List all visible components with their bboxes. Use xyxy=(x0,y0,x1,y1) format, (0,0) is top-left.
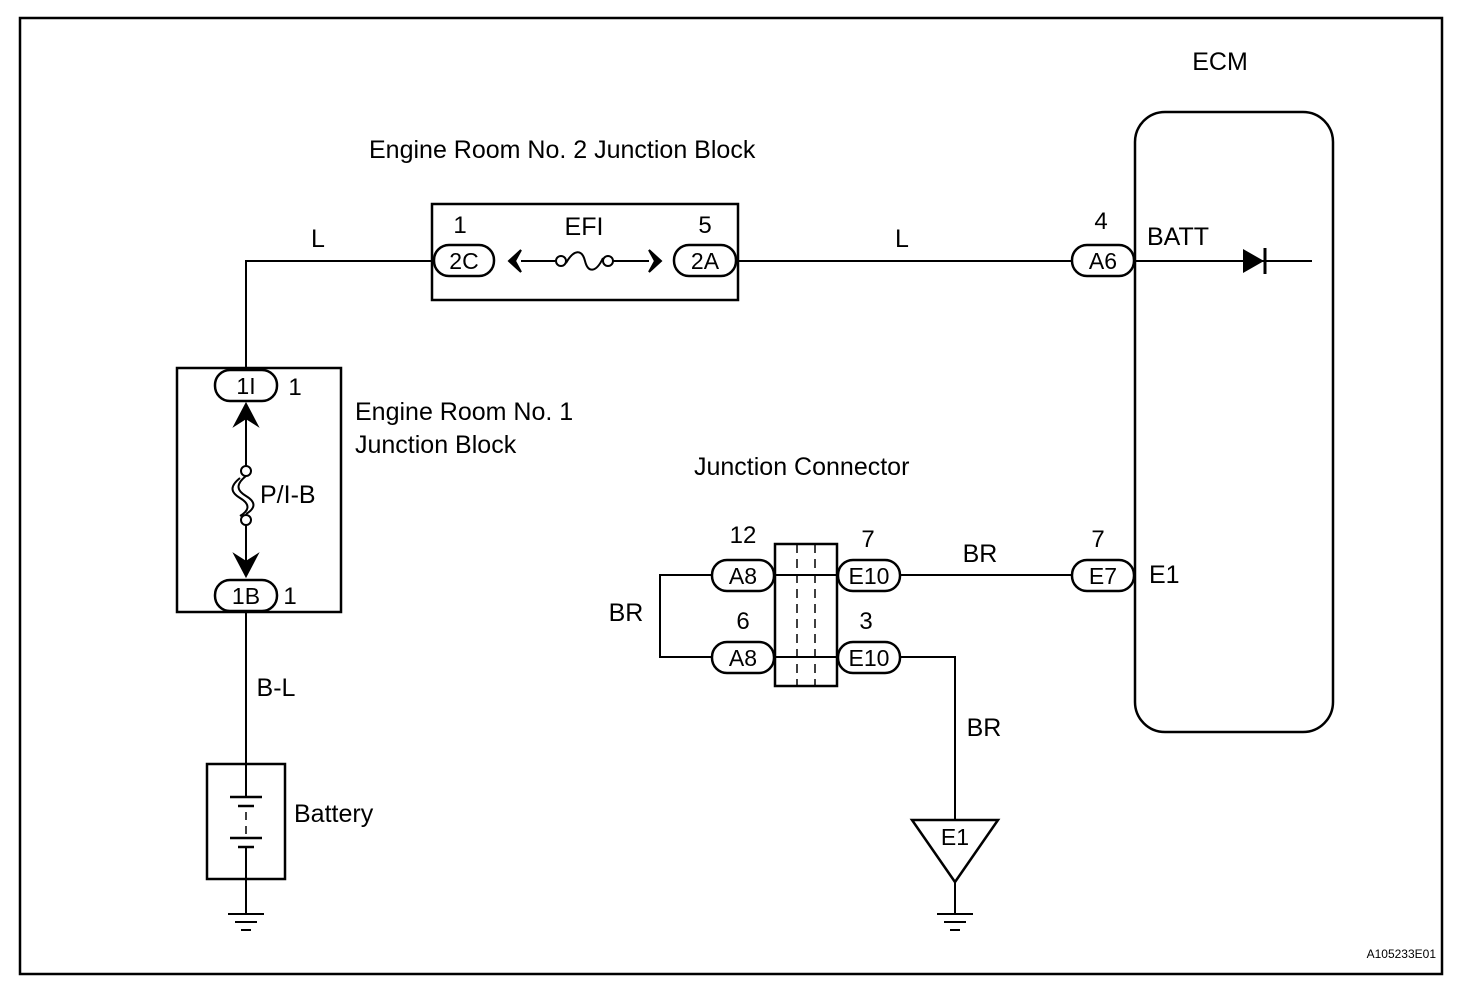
jc-connector-label: A8 xyxy=(729,645,757,671)
ecm-title: ECM xyxy=(1192,48,1248,76)
wire-l-left-label: L xyxy=(311,225,325,253)
junction-block-1: Engine Room No. 1 Junction Block 1I 1 1B… xyxy=(175,366,573,614)
jc-pin: 7 xyxy=(861,526,874,553)
jb2-box xyxy=(430,202,740,302)
jb1-top-pin: 1 xyxy=(288,374,301,401)
junction-block-2: Engine Room No. 2 Junction Block 1 2C 5 … xyxy=(369,136,756,302)
battery-label: Battery xyxy=(294,800,374,828)
jb2-title: Engine Room No. 2 Junction Block xyxy=(369,136,756,164)
jc-pin: 3 xyxy=(859,608,872,635)
jc-pin: 6 xyxy=(736,608,749,635)
wire-br-ground-label: BR xyxy=(967,714,1002,742)
ecm-batt-connector-label: A6 xyxy=(1089,248,1117,274)
jb2-left-terminal-icon xyxy=(507,249,522,273)
ecm-e1-label: E1 xyxy=(1149,561,1180,589)
jb2-fuse-label: EFI xyxy=(565,213,604,241)
jb1-bottom-terminal-icon xyxy=(232,552,260,579)
ecm-batt-label: BATT xyxy=(1147,223,1209,251)
ground-point-label: E1 xyxy=(941,824,969,850)
wire-b-l-label: B-L xyxy=(257,674,296,702)
jc-body xyxy=(773,542,839,688)
diode-icon xyxy=(1243,248,1267,274)
jb2-right-terminal-icon xyxy=(648,249,663,273)
wire-br-ground xyxy=(900,656,956,820)
jb2-right-connector-label: 2A xyxy=(691,248,720,274)
ground-point: E1 xyxy=(909,818,1001,931)
fuse-icon xyxy=(521,251,649,271)
jc-pin: 12 xyxy=(730,522,757,549)
battery-cell-icon xyxy=(230,764,262,879)
jb1-top-terminal-icon xyxy=(232,401,260,428)
power-wires: L L B-L xyxy=(245,225,1072,764)
ecm: ECM BATT E1 4 A6 7 E7 xyxy=(1070,48,1335,734)
ground-triangle-icon xyxy=(909,818,1001,885)
figure-code: A105233E01 xyxy=(1367,947,1437,961)
jb1-box xyxy=(175,366,343,614)
wire-l-left xyxy=(245,260,434,370)
fusible-link-icon xyxy=(231,418,255,562)
chassis-ground-icon xyxy=(937,882,973,931)
diagram-frame xyxy=(18,16,1444,976)
wire-br-loop xyxy=(659,574,712,658)
jc-title: Junction Connector xyxy=(694,453,909,481)
jb1-bottom-pin: 1 xyxy=(283,583,296,610)
wire-br-top-label: BR xyxy=(963,540,998,568)
jb1-fuse-label: P/I-B xyxy=(260,481,316,509)
wire-l-right-label: L xyxy=(895,225,909,253)
jb1-title-line1: Engine Room No. 1 xyxy=(355,398,573,426)
wire-br-loop-label: BR xyxy=(609,599,644,627)
jb1-bottom-connector-label: 1B xyxy=(232,583,260,609)
jb2-left-connector-label: 2C xyxy=(449,248,478,274)
jc-connector-label: A8 xyxy=(729,563,757,589)
jc-connector-label: E10 xyxy=(849,645,890,671)
jb1-title-line2: Junction Block xyxy=(355,431,517,459)
jb2-left-pin: 1 xyxy=(453,212,466,239)
jb2-right-pin: 5 xyxy=(698,212,711,239)
chassis-ground-icon xyxy=(228,879,264,931)
battery: Battery xyxy=(205,762,374,931)
jc-connector-label: E10 xyxy=(849,563,890,589)
ecm-box xyxy=(1133,110,1335,734)
ground-wires: BR BR BR xyxy=(609,540,1072,820)
ecm-batt-pin: 4 xyxy=(1094,208,1107,235)
junction-connector: Junction Connector 12 A8 6 A8 7 E10 3 E1… xyxy=(694,453,909,688)
ecm-e1-pin: 7 xyxy=(1091,526,1104,553)
ecm-e1-connector-label: E7 xyxy=(1089,563,1117,589)
jb1-top-connector-label: 1I xyxy=(236,373,255,399)
